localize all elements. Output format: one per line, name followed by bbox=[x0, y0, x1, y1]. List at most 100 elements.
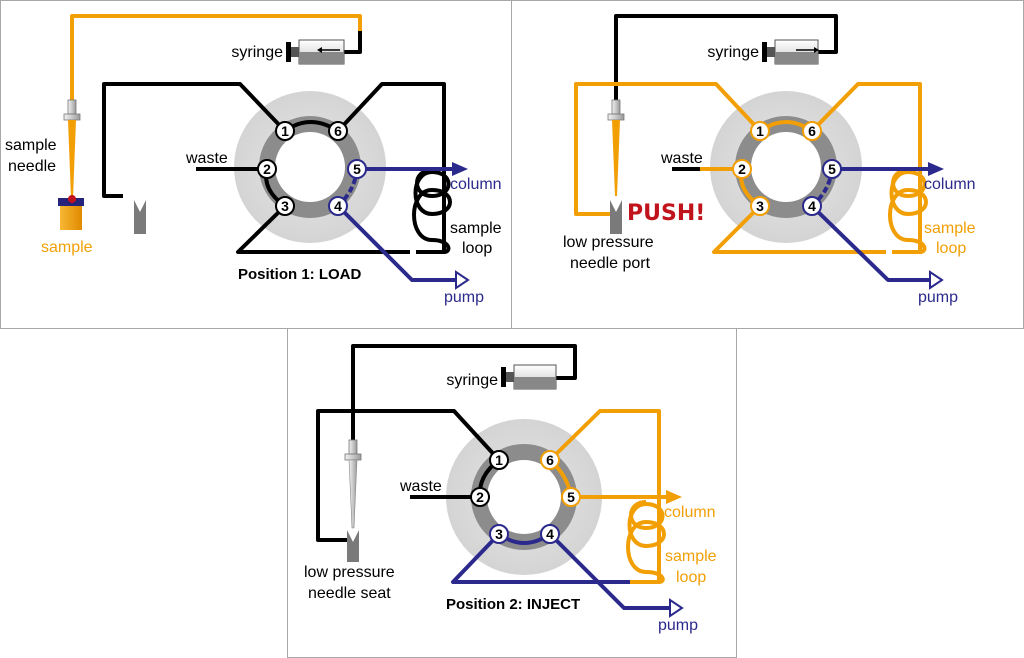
port6-line bbox=[810, 82, 922, 254]
panel-title: Position 1: LOAD bbox=[238, 266, 362, 283]
svg-text:2: 2 bbox=[263, 161, 271, 177]
valve-center bbox=[751, 132, 821, 202]
syringe-icon bbox=[286, 39, 345, 65]
sample-needle-label-line1: sample bbox=[5, 137, 57, 154]
svg-text:6: 6 bbox=[546, 452, 554, 468]
column-arrow bbox=[452, 162, 468, 176]
svg-text:3: 3 bbox=[281, 198, 289, 214]
needle-port-icon bbox=[134, 200, 146, 234]
needle-port-line bbox=[574, 82, 762, 216]
sample-loop-coil bbox=[888, 168, 928, 254]
needle-seat-icon bbox=[347, 530, 359, 562]
pump-line bbox=[548, 532, 670, 610]
port-4: 4 bbox=[802, 196, 822, 216]
pump-line bbox=[336, 204, 456, 282]
port3-line bbox=[451, 532, 630, 584]
needle-port-icon bbox=[610, 200, 622, 234]
column-label: column bbox=[664, 504, 716, 521]
syringe-icon bbox=[762, 39, 819, 65]
port-5: 5 bbox=[561, 487, 581, 507]
column-label: column bbox=[450, 176, 502, 193]
sample-loop-coil bbox=[412, 168, 452, 254]
svg-text:4: 4 bbox=[546, 526, 554, 542]
loop-label-line1: sample bbox=[665, 548, 717, 565]
port-6: 6 bbox=[540, 450, 560, 470]
pump-marker bbox=[455, 270, 470, 290]
seat-label-line2: needle seat bbox=[308, 585, 391, 602]
port-3: 3 bbox=[275, 196, 295, 216]
svg-text:5: 5 bbox=[353, 161, 361, 177]
loop-label-line2: loop bbox=[462, 240, 492, 257]
port-2: 2 bbox=[732, 159, 752, 179]
port-6: 6 bbox=[328, 121, 348, 141]
panel-load: 1 6 2 5 3 4 syringe sample needle bbox=[5, 14, 502, 306]
valve-center bbox=[487, 460, 561, 534]
svg-text:5: 5 bbox=[828, 161, 836, 177]
valve-center bbox=[275, 132, 345, 202]
column-label: column bbox=[924, 176, 976, 193]
svg-text:3: 3 bbox=[756, 198, 764, 214]
port-4: 4 bbox=[328, 196, 348, 216]
port-1: 1 bbox=[275, 121, 295, 141]
panel-inject: 1 6 2 5 3 4 syringe low pressure needle … bbox=[304, 344, 717, 634]
pump-marker bbox=[669, 598, 684, 618]
syringe-label: syringe bbox=[446, 372, 498, 389]
svg-text:2: 2 bbox=[476, 489, 484, 505]
port-3: 3 bbox=[750, 196, 770, 216]
waste-label: waste bbox=[185, 150, 228, 167]
loop-label-line2: loop bbox=[936, 240, 966, 257]
pump-label: pump bbox=[444, 289, 484, 306]
pump-label: pump bbox=[918, 289, 958, 306]
needle-icon bbox=[607, 99, 625, 196]
port-label-line2: needle port bbox=[570, 255, 651, 272]
sample-needle-label-line2: needle bbox=[8, 158, 56, 175]
syringe-line bbox=[70, 14, 362, 100]
port-6: 6 bbox=[802, 121, 822, 141]
port-5: 5 bbox=[822, 159, 842, 179]
svg-text:1: 1 bbox=[756, 123, 764, 139]
port-5: 5 bbox=[347, 159, 367, 179]
syringe-label: syringe bbox=[707, 44, 759, 61]
svg-text:5: 5 bbox=[567, 489, 575, 505]
needle-port-line bbox=[102, 82, 287, 198]
port3-line bbox=[236, 204, 410, 254]
svg-text:4: 4 bbox=[334, 198, 342, 214]
syringe-line bbox=[614, 14, 838, 100]
svg-text:1: 1 bbox=[495, 452, 503, 468]
waste-label: waste bbox=[660, 150, 703, 167]
loop-label-line1: sample bbox=[450, 220, 502, 237]
svg-text:1: 1 bbox=[281, 123, 289, 139]
loop-label-line2: loop bbox=[676, 569, 706, 586]
port6-line bbox=[548, 409, 661, 584]
needle-icon bbox=[344, 439, 362, 529]
waste-label: waste bbox=[399, 478, 442, 495]
seat-label-line1: low pressure bbox=[304, 564, 395, 581]
port3-line bbox=[712, 204, 886, 254]
port-1: 1 bbox=[489, 450, 509, 470]
port-3: 3 bbox=[489, 524, 509, 544]
column-arrow bbox=[928, 162, 944, 176]
port6-line bbox=[336, 82, 446, 254]
needle-icon bbox=[63, 99, 81, 198]
pump-label: pump bbox=[658, 617, 698, 634]
port-2: 2 bbox=[470, 487, 490, 507]
sample-loop-coil bbox=[626, 500, 666, 584]
syringe-connector bbox=[344, 31, 362, 54]
syringe-icon bbox=[501, 364, 557, 390]
svg-text:3: 3 bbox=[495, 526, 503, 542]
port-4: 4 bbox=[540, 524, 560, 544]
svg-text:2: 2 bbox=[738, 161, 746, 177]
pump-line bbox=[810, 204, 930, 282]
syringe-line bbox=[351, 344, 577, 440]
svg-text:4: 4 bbox=[808, 198, 816, 214]
port-2: 2 bbox=[257, 159, 277, 179]
panel-title: Position 2: INJECT bbox=[446, 596, 580, 613]
port-1: 1 bbox=[750, 121, 770, 141]
syringe-label: syringe bbox=[231, 44, 283, 61]
svg-text:6: 6 bbox=[808, 123, 816, 139]
push-label: PUSH! bbox=[627, 201, 705, 226]
needle-seat-line bbox=[316, 409, 501, 542]
sample-vial-label: sample bbox=[41, 239, 93, 256]
sample-vial-icon bbox=[58, 195, 84, 230]
column-arrow bbox=[666, 490, 682, 504]
